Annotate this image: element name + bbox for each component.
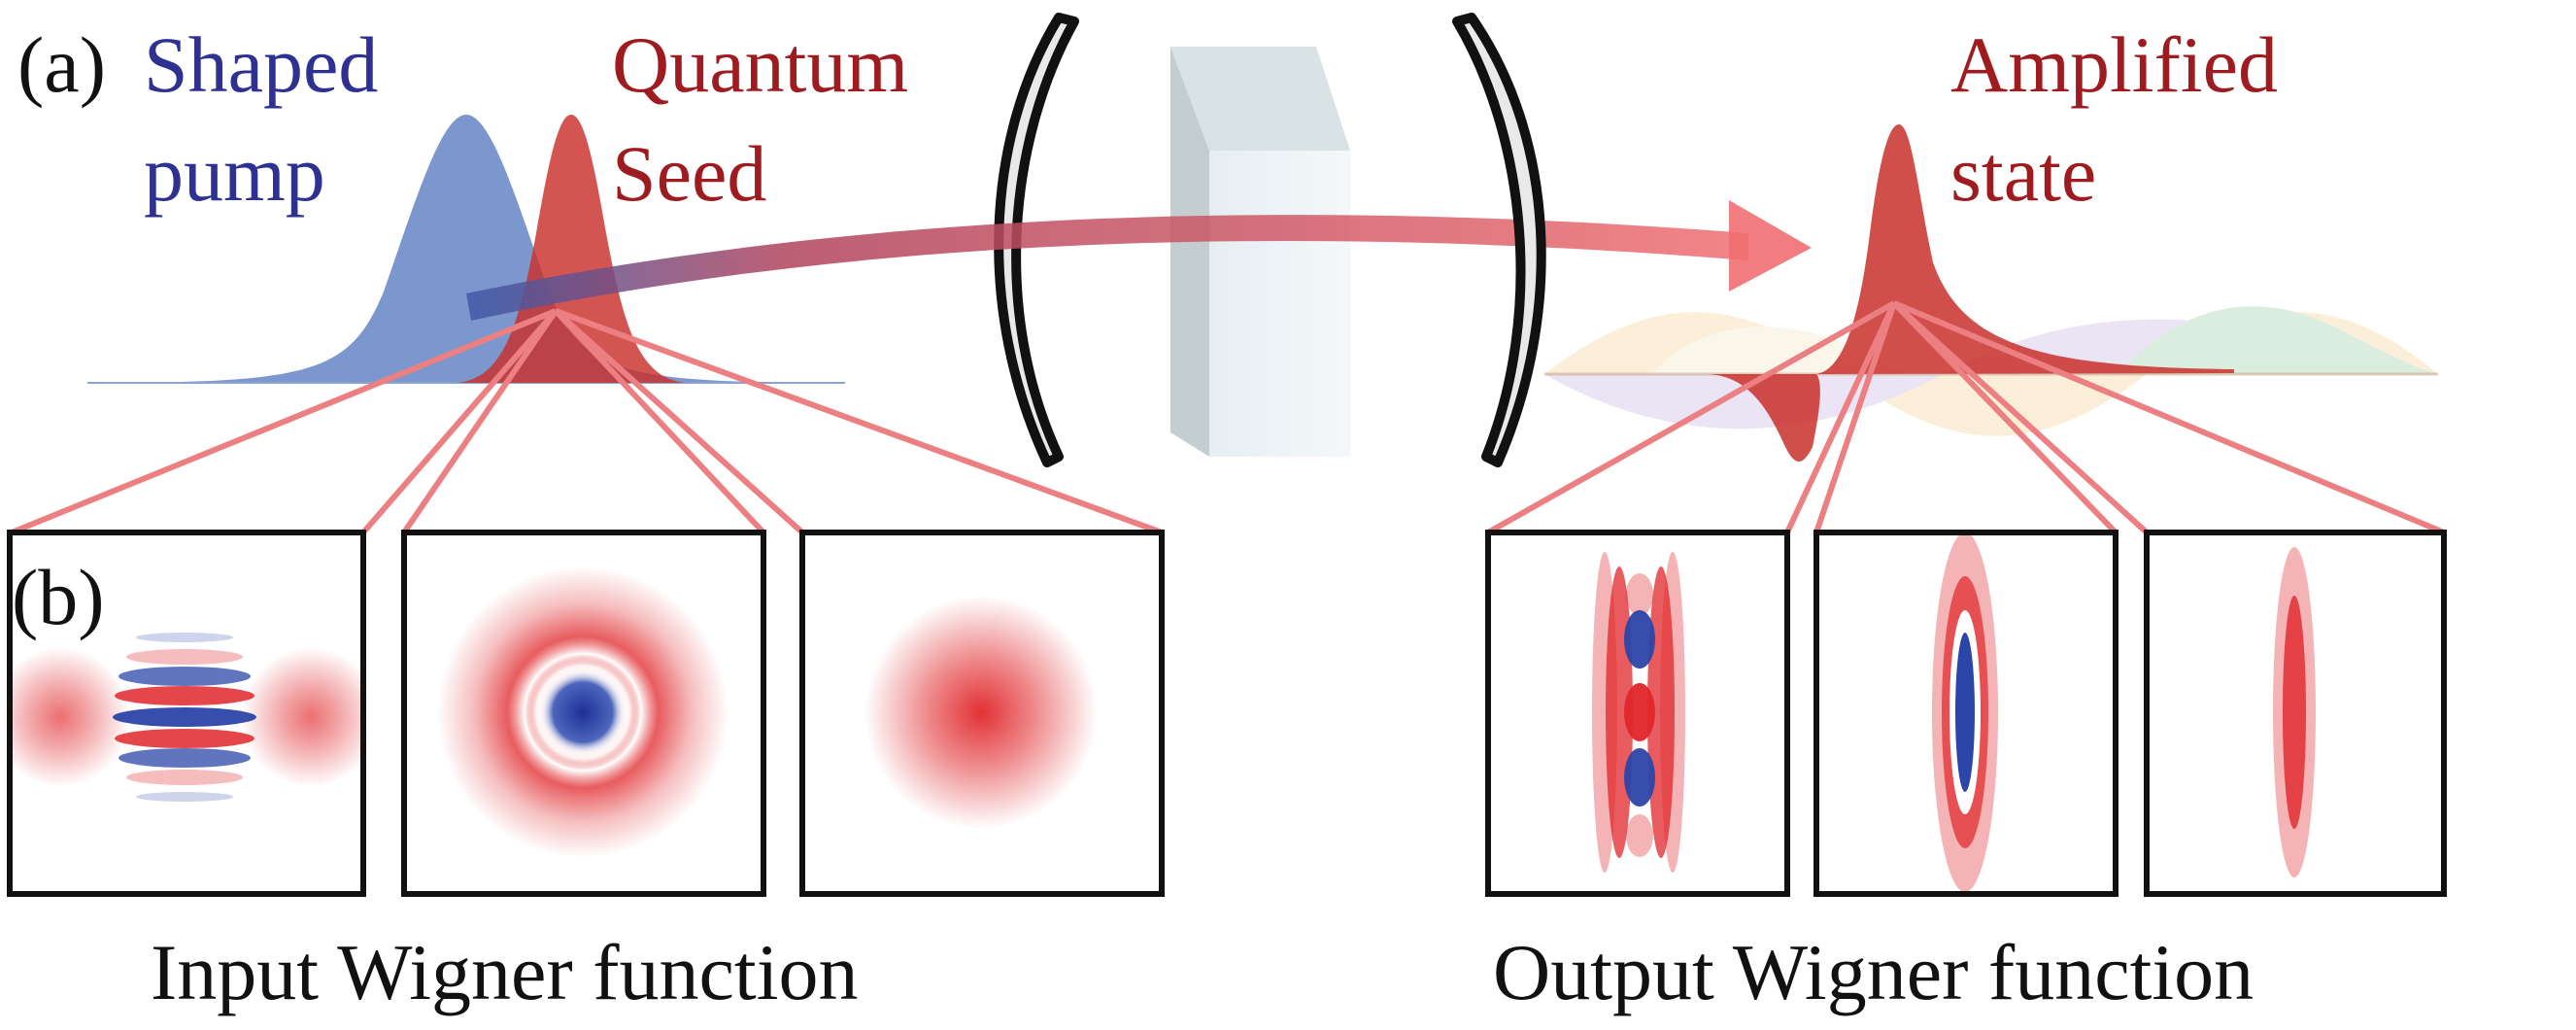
wigner-squeezed-cat-icon — [1592, 552, 1685, 873]
wigner-squeezed-gaussian-icon — [2273, 547, 2316, 877]
input-inset-thermal-state — [799, 530, 1165, 897]
output-inset-squeezed-state — [2144, 530, 2447, 897]
panel-label-b: (b) — [12, 553, 105, 641]
output-inset-squeezed-fock-state — [1813, 530, 2118, 897]
wigner-ring-icon — [437, 566, 729, 858]
wigner-squeezed-ring-icon — [1932, 532, 1998, 892]
input-inset-cat-state — [7, 530, 366, 897]
shaped-pump-pulse — [87, 115, 845, 383]
pump-label-line2: pump — [144, 129, 325, 218]
output-label-line1: Amplified — [1950, 20, 2279, 109]
input-connector-lines — [10, 308, 1164, 535]
output-label-line2: state — [1950, 129, 2097, 218]
input-inset-fock-state — [401, 530, 766, 897]
quantum-seed-pulse — [457, 115, 686, 383]
left-concave-mirror — [994, 13, 1079, 467]
amplification-arrow — [466, 200, 1812, 321]
output-connector-lines — [1486, 300, 2446, 535]
seed-label-line1: Quantum — [612, 20, 909, 109]
wigner-cat-icon — [113, 633, 256, 802]
nonlinear-crystal — [1170, 47, 1350, 457]
input-caption: Input Wigner function — [151, 928, 859, 1016]
amplified-state-negative-lobe — [1710, 374, 1820, 462]
panel-label-a: (a) — [17, 20, 107, 109]
output-caption: Output Wigner function — [1493, 928, 2254, 1016]
seed-label-line2: Seed — [612, 129, 767, 218]
pump-label-line1: Shaped — [144, 20, 379, 109]
output-inset-squeezed-cat-state — [1485, 530, 1790, 897]
right-concave-mirror — [1452, 13, 1546, 467]
wigner-gaussian-icon — [864, 596, 1098, 829]
